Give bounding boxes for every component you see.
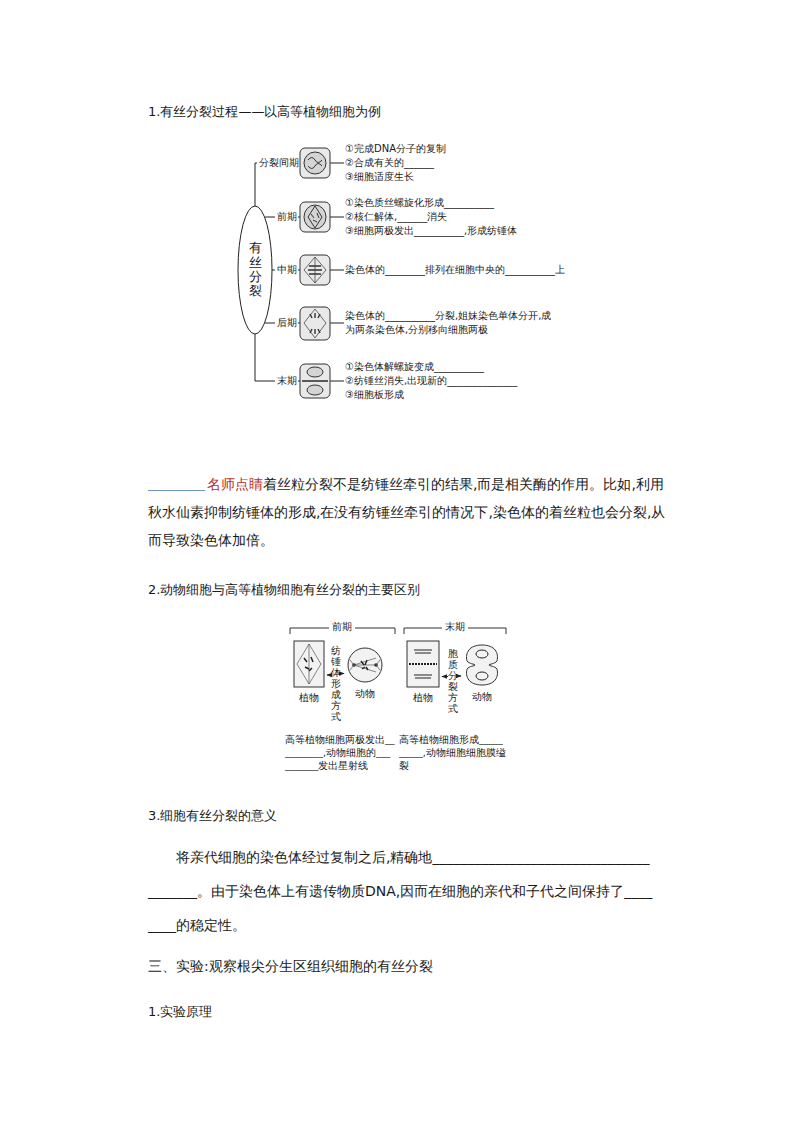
plant-cell-node: 植物 — [405, 640, 441, 705]
stage-name: 分裂间期 — [259, 156, 299, 170]
stage-description: ①染色质丝螺旋化形成__________②核仁解体,______消失③细胞两极发… — [345, 196, 565, 238]
stage-description: 染色体的__________分裂,姐妹染色单体分开,成为两条染色体,分别移向细胞… — [345, 309, 560, 337]
description-line: ③细胞两极发出__________,形成纺锤体 — [345, 224, 565, 238]
description-line: 染色体的________排列在细胞中央的__________上 — [345, 263, 565, 277]
description-line: ②核仁解体,______消失 — [345, 210, 565, 224]
cell-type-label: 动物 — [345, 688, 385, 701]
stage-name: 末期 — [277, 374, 297, 388]
stage-label: 中期 — [276, 263, 298, 277]
stage-description: ①完成DNA分子的复制②合成有关的______③细胞适度生长 — [345, 142, 565, 184]
cell-type-label: 植物 — [292, 692, 326, 705]
method-vertical-text: 胞质分裂方式 — [448, 648, 458, 714]
description-line: ①染色体解螺旋变成__________ — [345, 360, 565, 374]
connector — [458, 676, 461, 677]
description-line: ③细胞板形成 — [345, 388, 565, 402]
description-line: ①染色质丝螺旋化形成__________ — [345, 196, 565, 210]
connector — [255, 334, 275, 381]
connector — [255, 163, 257, 206]
stage-name: 中期 — [277, 263, 297, 277]
cell-type-label: 动物 — [462, 691, 502, 704]
phase-bracket-label: 末期 — [442, 620, 468, 634]
stage-description: 染色体的________排列在细胞中央的__________上 — [345, 263, 565, 277]
connector — [442, 676, 448, 677]
section-heading: 3.细胞有丝分裂的意义 — [148, 807, 277, 825]
section-heading: 2.动物细胞与高等植物细胞有丝分裂的主要区别 — [148, 581, 420, 599]
paragraph: 将亲代细胞的染色体经过复制之后,精确地_____________________… — [148, 840, 653, 942]
cell-icons — [300, 148, 330, 398]
stage-name: 后期 — [277, 316, 297, 330]
stage-name: 前期 — [277, 210, 297, 224]
stage-description: ①染色体解螺旋变成__________②纺锤丝消失,出现新的__________… — [345, 360, 565, 402]
stage-label: 后期 — [276, 316, 298, 330]
vertical-text: 纺锤体形成方式 — [331, 645, 341, 722]
comparison-caption: 高等植物细胞两极发出__________,动物细胞的__________发出星射… — [285, 733, 395, 772]
tip-paragraph: 名师点睛着丝粒分裂不是纺锤丝牵引的结果,而是相关酶的作用。比如,利用秋水仙素抑制… — [148, 470, 668, 554]
plant-cell-node: 植物 — [292, 640, 326, 705]
description-line: ①完成DNA分子的复制 — [345, 142, 565, 156]
stage-label: 末期 — [276, 374, 298, 388]
stage-label: 分裂间期 — [258, 156, 300, 170]
ellipse-text: 有丝分裂 — [249, 241, 262, 298]
description-line: ②合成有关的______ — [345, 156, 565, 170]
phase-brackets — [290, 628, 506, 634]
method-vertical-text: 纺锤体形成方式 — [331, 645, 341, 722]
animal-cell-picture — [463, 643, 501, 687]
animal-cell-node: 动物 — [462, 643, 502, 704]
description-line: ②纺锤丝消失,出现新的______________ — [345, 374, 565, 388]
tip-rule — [148, 480, 205, 491]
vertical-text: 胞质分裂方式 — [448, 648, 458, 714]
comparison-caption: 高等植物细胞形成__________,动物细胞细胞膜缢裂 — [399, 733, 507, 772]
connector — [298, 381, 344, 382]
animal-cell-node: 动物 — [345, 646, 385, 701]
connector — [327, 675, 331, 676]
subsection-heading: 1.实验原理 — [148, 1003, 212, 1021]
phase-bracket-label: 前期 — [329, 620, 355, 634]
connector — [265, 323, 275, 324]
section-heading: 三、实验:观察根尖分生区组织细胞的有丝分裂 — [148, 958, 433, 976]
ellipse-shape — [238, 206, 272, 334]
plant-cell-picture — [406, 640, 440, 688]
tip-tag: 名师点睛 — [207, 476, 263, 492]
description-line: ③细胞适度生长 — [345, 170, 565, 184]
section-heading: 1.有丝分裂过程——以高等植物细胞为例 — [148, 103, 381, 121]
plant-cell-picture — [293, 640, 325, 688]
connector — [265, 217, 275, 218]
cell-type-label: 植物 — [405, 692, 441, 705]
stage-label: 前期 — [276, 210, 298, 224]
mitosis-ellipse: 有丝分裂 — [237, 205, 273, 335]
description-line: 染色体的__________分裂,姐妹染色单体分开,成为两条染色体,分别移向细胞… — [345, 309, 560, 337]
connector — [341, 673, 344, 674]
animal-cell-picture — [346, 646, 384, 684]
